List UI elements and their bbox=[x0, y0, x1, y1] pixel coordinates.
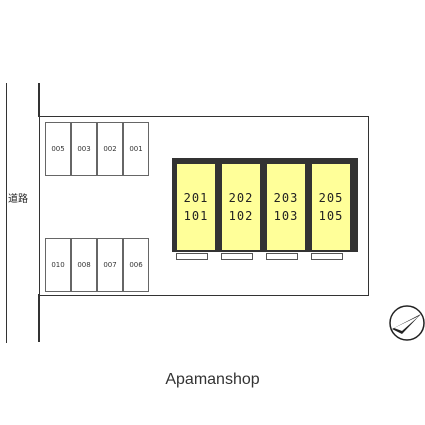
brand-watermark: Apamanshop bbox=[165, 371, 260, 388]
parking-stall: 010 bbox=[45, 238, 71, 292]
stall-number: 002 bbox=[103, 145, 117, 153]
parking-stall: 002 bbox=[97, 122, 123, 176]
unit-upper-number: 203 bbox=[273, 191, 299, 205]
parking-stall: 008 bbox=[71, 238, 97, 292]
stall-number: 010 bbox=[51, 261, 65, 269]
unit-block: 203 103 bbox=[265, 162, 307, 252]
stall-number: 006 bbox=[129, 261, 143, 269]
unit-upper-number: 205 bbox=[318, 191, 344, 205]
stall-number: 003 bbox=[77, 145, 91, 153]
unit-lower-number: 102 bbox=[228, 209, 254, 223]
north-arrow-icon bbox=[389, 305, 425, 341]
road-lower-line bbox=[38, 294, 40, 342]
road-center-line bbox=[6, 83, 7, 343]
unit-lower-number: 103 bbox=[273, 209, 299, 223]
entrance-step bbox=[176, 253, 208, 260]
unit-lower-number: 101 bbox=[183, 209, 209, 223]
parking-stall: 005 bbox=[45, 122, 71, 176]
unit-upper-number: 202 bbox=[228, 191, 254, 205]
stall-number: 005 bbox=[51, 145, 65, 153]
unit-lower-number: 105 bbox=[318, 209, 344, 223]
unit-block: 205 105 bbox=[310, 162, 352, 252]
entrance-step bbox=[266, 253, 298, 260]
parking-stall: 006 bbox=[123, 238, 149, 292]
road-label: 道路 bbox=[8, 194, 28, 205]
unit-block: 201 101 bbox=[175, 162, 217, 252]
stall-number: 007 bbox=[103, 261, 117, 269]
parking-stall: 007 bbox=[97, 238, 123, 292]
road-edge-line bbox=[38, 83, 40, 117]
entrance-step bbox=[311, 253, 343, 260]
parking-stall: 001 bbox=[123, 122, 149, 176]
entrance-step bbox=[221, 253, 253, 260]
stall-number: 008 bbox=[77, 261, 91, 269]
stall-number: 001 bbox=[129, 145, 143, 153]
unit-block: 202 102 bbox=[220, 162, 262, 252]
unit-upper-number: 201 bbox=[183, 191, 209, 205]
parking-stall: 003 bbox=[71, 122, 97, 176]
